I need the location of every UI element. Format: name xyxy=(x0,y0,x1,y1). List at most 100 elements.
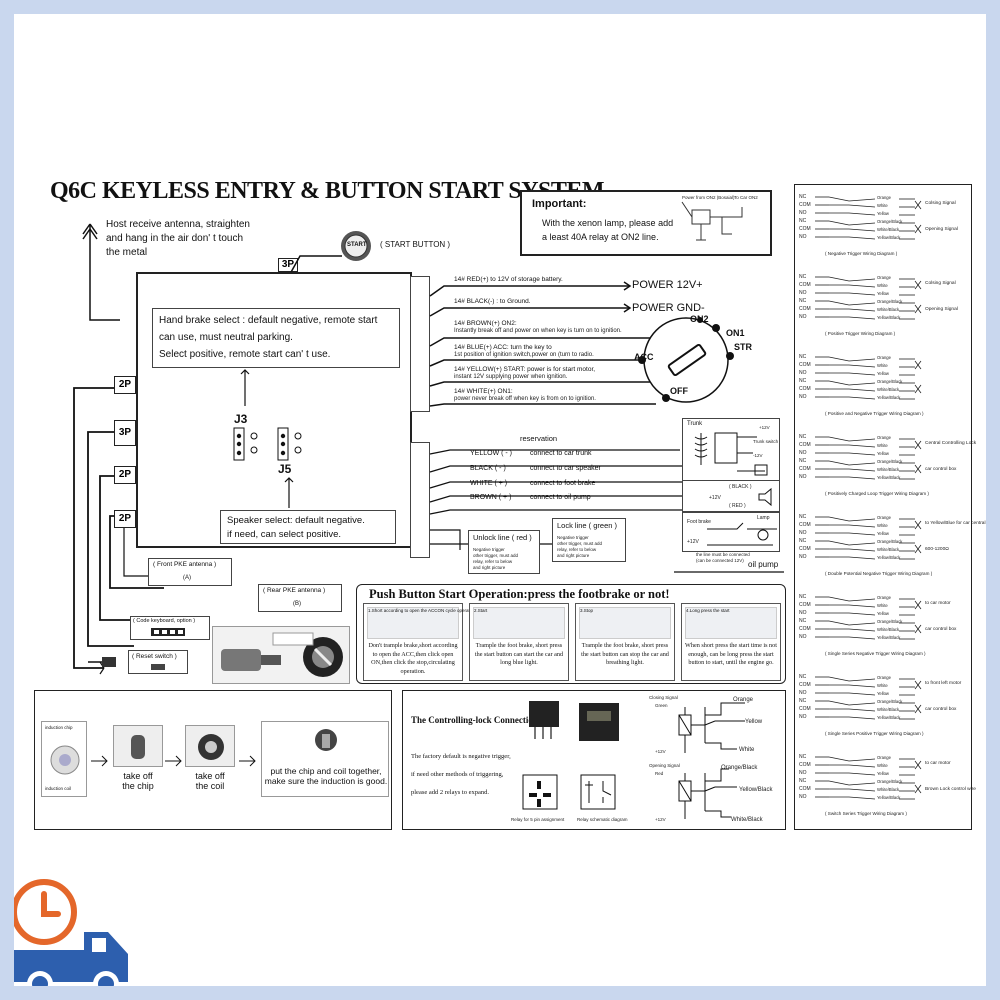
ignition-on1: ON1 xyxy=(726,328,745,338)
hand-brake-line1: Hand brake select : default negative, re… xyxy=(159,315,378,326)
foot-brake-box: Foot brake Lamp +12V xyxy=(682,512,780,552)
relay-wire xyxy=(848,236,876,240)
chip-step-4-label: put the chip and coil together, make sur… xyxy=(264,766,388,786)
rear-pke-antenna: ( Rear PKE antenna ) (B) xyxy=(258,584,342,612)
relay-contact xyxy=(828,380,850,386)
oil-pump-note-1: the line must be connected xyxy=(696,552,750,557)
aux-black-desc: connect to car speaker xyxy=(530,465,601,472)
wire-color-label: Yellow xyxy=(877,691,889,696)
front-pke-antenna: ( Front PKE antenna ) (A) xyxy=(148,558,232,586)
terminal-label: COM xyxy=(799,442,811,448)
speaker-box: ( BLACK ) +12V ( RED ) xyxy=(682,480,780,512)
left-port-4: 2P xyxy=(114,510,136,528)
relay-wire xyxy=(848,302,876,306)
lock-line-title: Lock line ( green ) xyxy=(557,521,618,530)
step-4-image xyxy=(685,607,777,639)
aux-yellow-desc: connect to car trunk xyxy=(530,450,592,457)
terminal-label: COM xyxy=(799,602,811,608)
wire-color-label: Yellow xyxy=(877,371,889,376)
chip-icon xyxy=(50,745,80,775)
cross-mark xyxy=(914,680,922,690)
cross-mark xyxy=(914,200,922,210)
terminal-label: NO xyxy=(799,290,807,296)
relay-wire xyxy=(848,758,876,762)
cl-yellow: Yellow xyxy=(745,719,763,725)
terminal-label: NC xyxy=(799,378,807,384)
wire-color-label: Yellow xyxy=(877,531,889,536)
cl-orange: Orange xyxy=(733,697,754,703)
terminal-label: COM xyxy=(799,546,811,552)
right-diagram-title: ( Negative Trigger Wiring Diagram ) xyxy=(825,251,898,256)
relay-contact xyxy=(828,436,850,442)
relay-contact xyxy=(828,460,850,466)
trunk-switch: Trunk switch xyxy=(753,439,779,444)
terminal-label: NO xyxy=(799,210,807,216)
coil-icon xyxy=(198,734,224,760)
aux-brown-desc: connect to oil pump xyxy=(530,494,591,501)
terminal-label: COM xyxy=(799,522,811,528)
relay-wire xyxy=(848,462,876,466)
step-3-text: Trample the foot brake, short press the … xyxy=(581,642,669,666)
cl-green: Green xyxy=(655,703,668,708)
wire-color-label: White xyxy=(877,443,888,448)
antenna-note-line1: Host receive antenna, straighten xyxy=(106,219,250,230)
right-diagram-signal-2: car control box xyxy=(925,467,957,472)
relay-wire xyxy=(848,556,876,560)
cross-mark xyxy=(914,464,922,474)
j5-jumper-icon xyxy=(277,427,302,461)
cl-closing-signal: Closing Signal xyxy=(649,695,678,700)
start-button-icon[interactable] xyxy=(289,230,380,275)
wire-color-label: Yellow/Black xyxy=(877,635,901,640)
aux-yellow-color: YELLOW ( - ) xyxy=(470,450,513,457)
step-2-head: 2.Start xyxy=(474,608,488,613)
relay-photo-icon xyxy=(579,703,619,741)
important-text-2: a least 40A relay at ON2 line. xyxy=(542,232,659,242)
wire-color-label: Orange xyxy=(877,675,891,680)
relay-wire xyxy=(848,684,876,688)
terminal-label: NC xyxy=(799,434,807,440)
relay-contact xyxy=(828,300,850,306)
relay-contact xyxy=(828,700,850,706)
terminal-label: COM xyxy=(799,306,811,312)
terminal-label: NO xyxy=(799,554,807,560)
reset-switch[interactable]: ( Reset switch ) xyxy=(128,650,188,674)
relay-wire xyxy=(848,678,876,682)
chip-install-panel: induction chip induction coil take off t… xyxy=(34,690,392,830)
relay-wire xyxy=(848,622,876,626)
relay-wire xyxy=(848,598,876,602)
switch-icon xyxy=(151,664,165,670)
left-port-2: 3P xyxy=(114,420,136,446)
step-4-text: When short press the start time is not e… xyxy=(685,642,777,666)
wire-yellow-sub: instant 12V supplying power when ignitio… xyxy=(454,374,568,380)
wire-yellow-desc: 14# YELLOW(+) START: power is for start … xyxy=(454,366,596,373)
foot-brake-title: Foot brake xyxy=(687,519,711,525)
wire-color-label: White/Black xyxy=(877,387,900,392)
cl-plus12-2: +12V xyxy=(655,817,666,822)
wire-color-label: White/Black xyxy=(877,547,900,552)
relay-schematic-icon xyxy=(580,774,616,810)
chip-step-4: put the chip and coil together, make sur… xyxy=(261,721,389,797)
relay-wire xyxy=(848,636,876,640)
relay-wire xyxy=(848,444,876,448)
terminal-label: NC xyxy=(799,298,807,304)
wire-color-label: Yellow xyxy=(877,211,889,216)
important-power-from: Power from ON2 (Bosaial) xyxy=(682,195,735,200)
wire-color-label: Orange xyxy=(877,355,891,360)
right-diagram-title: ( Positively Charged Loop Trigger Wiring… xyxy=(825,491,929,496)
right-diagram-signal-2: car control box xyxy=(925,707,957,712)
cross-mark xyxy=(914,520,922,530)
relay-wire xyxy=(848,204,876,208)
code-keyboard[interactable]: ( Code keyboard, option ) xyxy=(130,616,210,640)
cross-mark xyxy=(914,224,922,234)
wire-color-label: Orange/Black xyxy=(877,219,903,224)
wire-color-label: Orange/Black xyxy=(877,379,903,384)
relay-wire xyxy=(848,372,876,376)
right-diagram-signal-2: Brown Lock control wire xyxy=(925,787,976,792)
wire-color-label: Orange xyxy=(877,275,891,280)
terminal-label: NO xyxy=(799,794,807,800)
cross-mark xyxy=(914,760,922,770)
right-diagram-title: ( Positive Trigger Wiring Diagram ) xyxy=(825,331,896,336)
trunk-relay-box: Trunk +12V Trunk switch -12V xyxy=(682,418,780,482)
relay-wire xyxy=(848,388,876,392)
